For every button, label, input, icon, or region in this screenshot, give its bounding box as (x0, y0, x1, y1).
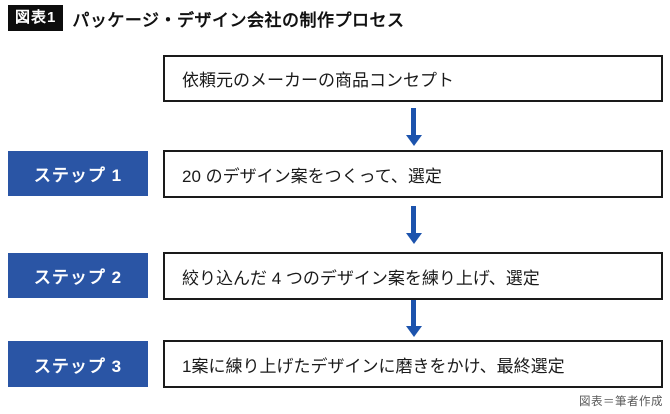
step-1-box: 20 のデザイン案をつくって、選定 (163, 150, 663, 198)
down-arrow-icon (405, 206, 422, 244)
figure-title: パッケージ・デザイン会社の制作プロセス (72, 10, 405, 30)
down-arrow-icon (405, 300, 422, 337)
arrow-head (405, 233, 422, 244)
concept-box: 依頼元のメーカーの商品コンセプト (163, 55, 663, 102)
figure-credit: 図表＝筆者作成 (579, 396, 663, 408)
step-3-label: ステップ 3 (8, 341, 148, 387)
figure-header: 図表1 パッケージ・デザイン会社の制作プロセス (8, 5, 405, 31)
arrow-stem (411, 300, 416, 326)
step-2-box: 絞り込んだ 4 つのデザイン案を練り上げ、選定 (163, 252, 663, 300)
step-1-label: ステップ 1 (8, 151, 148, 196)
arrow-stem (411, 108, 416, 135)
arrow-head (405, 135, 422, 146)
arrow-head (405, 326, 422, 337)
step-3-box: 1案に練り上げたデザインに磨きをかけ、最終選定 (163, 340, 663, 388)
arrow-stem (411, 206, 416, 233)
step-2-label: ステップ 2 (8, 253, 148, 298)
down-arrow-icon (405, 108, 422, 146)
figure-badge: 図表1 (8, 5, 64, 31)
